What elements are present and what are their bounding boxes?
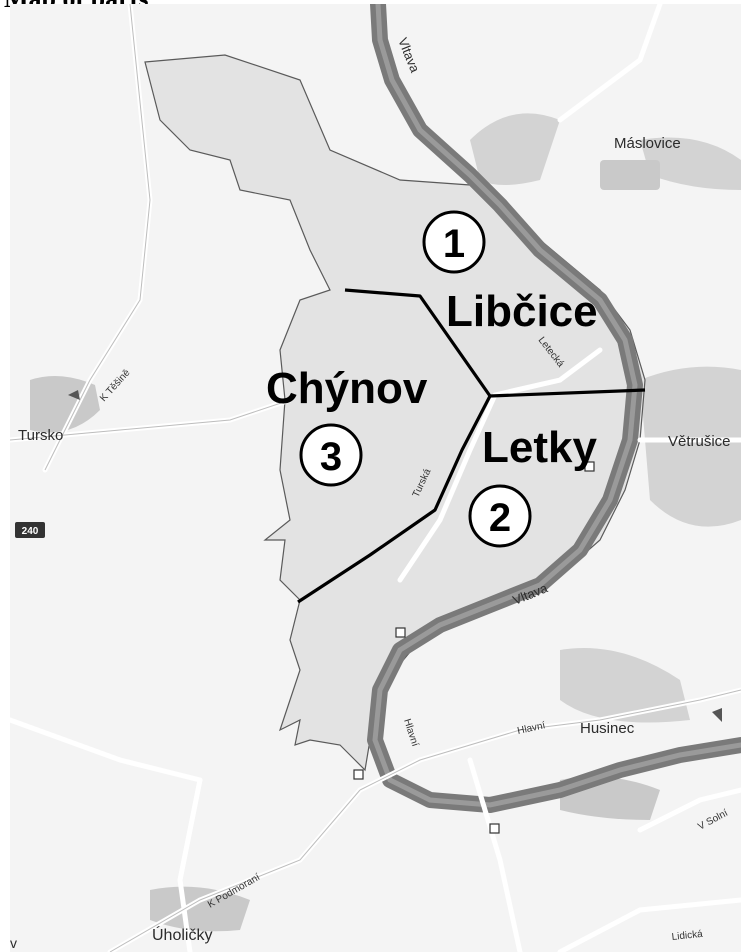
district-1-number: 1 <box>443 222 465 266</box>
partial-label-left: v <box>10 935 17 951</box>
district-name-letky: Letky <box>482 423 597 472</box>
district-2-number: 2 <box>489 496 511 540</box>
district-3-badge: 3 <box>299 423 363 487</box>
road-edges <box>10 4 741 952</box>
district-3-number: 3 <box>320 435 342 479</box>
place-label-husinec: Husinec <box>580 720 635 737</box>
district-name-chynov: Chýnov <box>266 364 428 413</box>
poi-marker-icon-2 <box>712 708 722 722</box>
road-shield-number: 240 <box>22 526 39 537</box>
poi-marker-icon <box>68 390 80 400</box>
district-borders <box>297 288 646 604</box>
bus-stop-icons <box>353 461 595 834</box>
river-centerline <box>372 4 741 808</box>
district-2-badge: 2 <box>468 484 532 548</box>
street-label-lidicka: Lidická <box>671 929 704 943</box>
road-shield-icon <box>15 522 45 538</box>
map-canvas: 240 Vltava Vltava Máslovice Tursko Větru… <box>10 4 741 952</box>
district-1-badge: 1 <box>422 210 486 274</box>
land-patches <box>470 113 741 723</box>
place-label-uholicky: Úholičky <box>152 925 212 944</box>
map-view[interactable]: 240 Vltava Vltava Máslovice Tursko Větru… <box>10 4 741 952</box>
district-name-libcice: Libčice <box>446 287 598 336</box>
place-label-tursko: Tursko <box>18 427 63 444</box>
place-label-maslovice: Máslovice <box>614 135 681 152</box>
place-label-vetrusice: Větrušice <box>668 433 731 450</box>
